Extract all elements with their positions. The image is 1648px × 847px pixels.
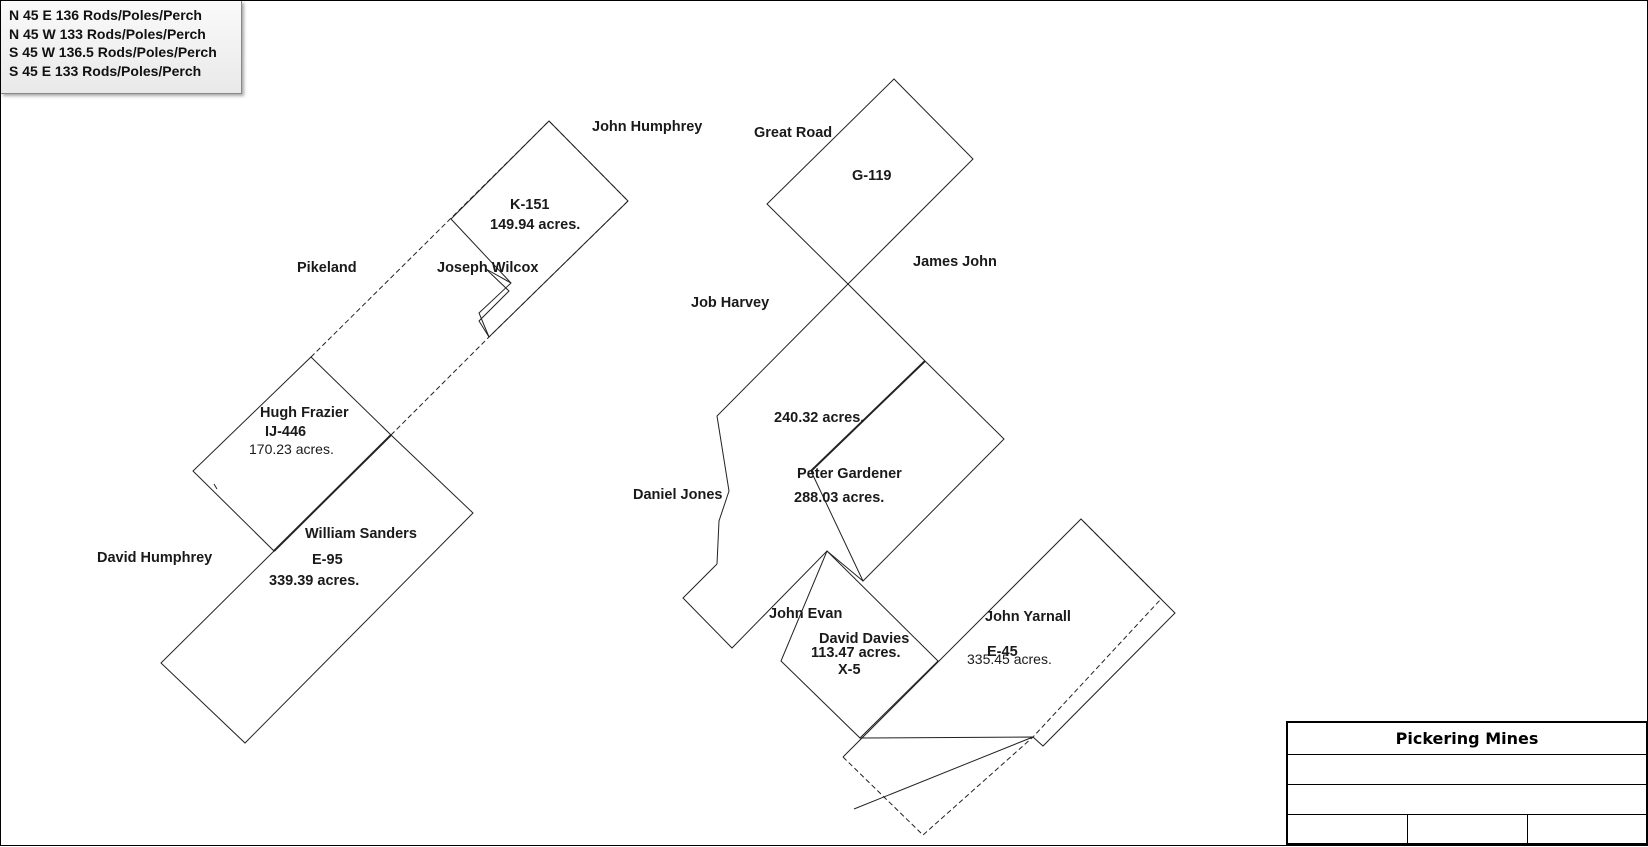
label-k151-acres: 149.94 acres.	[490, 217, 581, 233]
label-john-humphrey: John Humphrey	[592, 119, 703, 135]
parcel-240-west-edge	[716, 283, 849, 565]
parcel-288-south	[682, 550, 864, 649]
label-david-humphrey: David Humphrey	[97, 550, 213, 566]
label-davies-acres: 113.47 acres.	[811, 645, 901, 661]
title-block-cell-2	[1407, 814, 1528, 843]
label-ij446-acres: 170.23 acres.	[249, 441, 334, 457]
label-x5: X-5	[838, 662, 861, 678]
parcel-288-boundary	[810, 360, 1005, 582]
label-peter-gardener: Peter Gardener	[797, 466, 902, 482]
label-john-evan: John Evan	[769, 606, 843, 622]
parcel-k151-notch	[450, 218, 512, 338]
parcel-k151-solid-edge	[450, 120, 629, 338]
label-william-sanders: William Sanders	[305, 526, 417, 542]
label-k151: K-151	[510, 197, 550, 213]
title-block-title: Pickering Mines	[1395, 729, 1539, 748]
label-ij446: IJ-446	[265, 424, 307, 440]
parcel-e45-spur	[853, 736, 1034, 810]
legend-line-3: S 45 W 136.5 Rods/Poles/Perch	[9, 44, 217, 60]
survey-mark	[213, 483, 218, 490]
title-block-cell-1	[1288, 814, 1408, 843]
title-block-row-2	[1288, 754, 1646, 785]
label-daniel-jones: Daniel Jones	[633, 487, 723, 503]
label-great-road: Great Road	[754, 125, 833, 141]
title-block-row-3	[1288, 784, 1646, 815]
parcel-e45-solid	[842, 518, 1176, 758]
label-e95-acres: 339.39 acres.	[269, 573, 360, 589]
label-pikeland: Pikeland	[297, 260, 357, 276]
label-288-acres: 288.03 acres.	[794, 490, 885, 506]
label-g119: G-119	[852, 168, 892, 184]
parcel-e45-dashed	[842, 520, 1162, 836]
label-240-acres: 240.32 acres.	[774, 410, 865, 426]
boundary-dashed-link	[390, 336, 490, 436]
bearing-legend: N 45 E 136 Rods/Poles/Perch N 45 W 133 R…	[1, 1, 242, 94]
label-hugh-frazier: Hugh Frazier	[260, 405, 349, 421]
label-david-davies: David Davies	[819, 631, 910, 647]
label-e45-acres: 335.45 acres.	[967, 651, 1052, 667]
parcel-e95-divider	[273, 434, 392, 552]
parcel-e95-boundary	[160, 434, 474, 744]
label-john-yarnall: John Yarnall	[985, 609, 1071, 625]
label-job-harvey: Job Harvey	[691, 295, 770, 311]
label-joseph-wilcox: Joseph Wilcox	[437, 260, 539, 276]
label-james-john: James John	[913, 254, 997, 270]
label-e95: E-95	[312, 552, 343, 568]
parcel-240-divider	[810, 360, 926, 472]
legend-line-4: S 45 E 133 Rods/Poles/Perch	[9, 62, 202, 79]
title-block: Pickering Mines	[1286, 721, 1648, 845]
legend-line-1: N 45 E 136 Rods/Poles/Perch	[9, 7, 202, 23]
legend-line-2: N 45 W 133 Rods/Poles/Perch	[9, 25, 206, 42]
label-e45: E-45	[987, 644, 1018, 660]
